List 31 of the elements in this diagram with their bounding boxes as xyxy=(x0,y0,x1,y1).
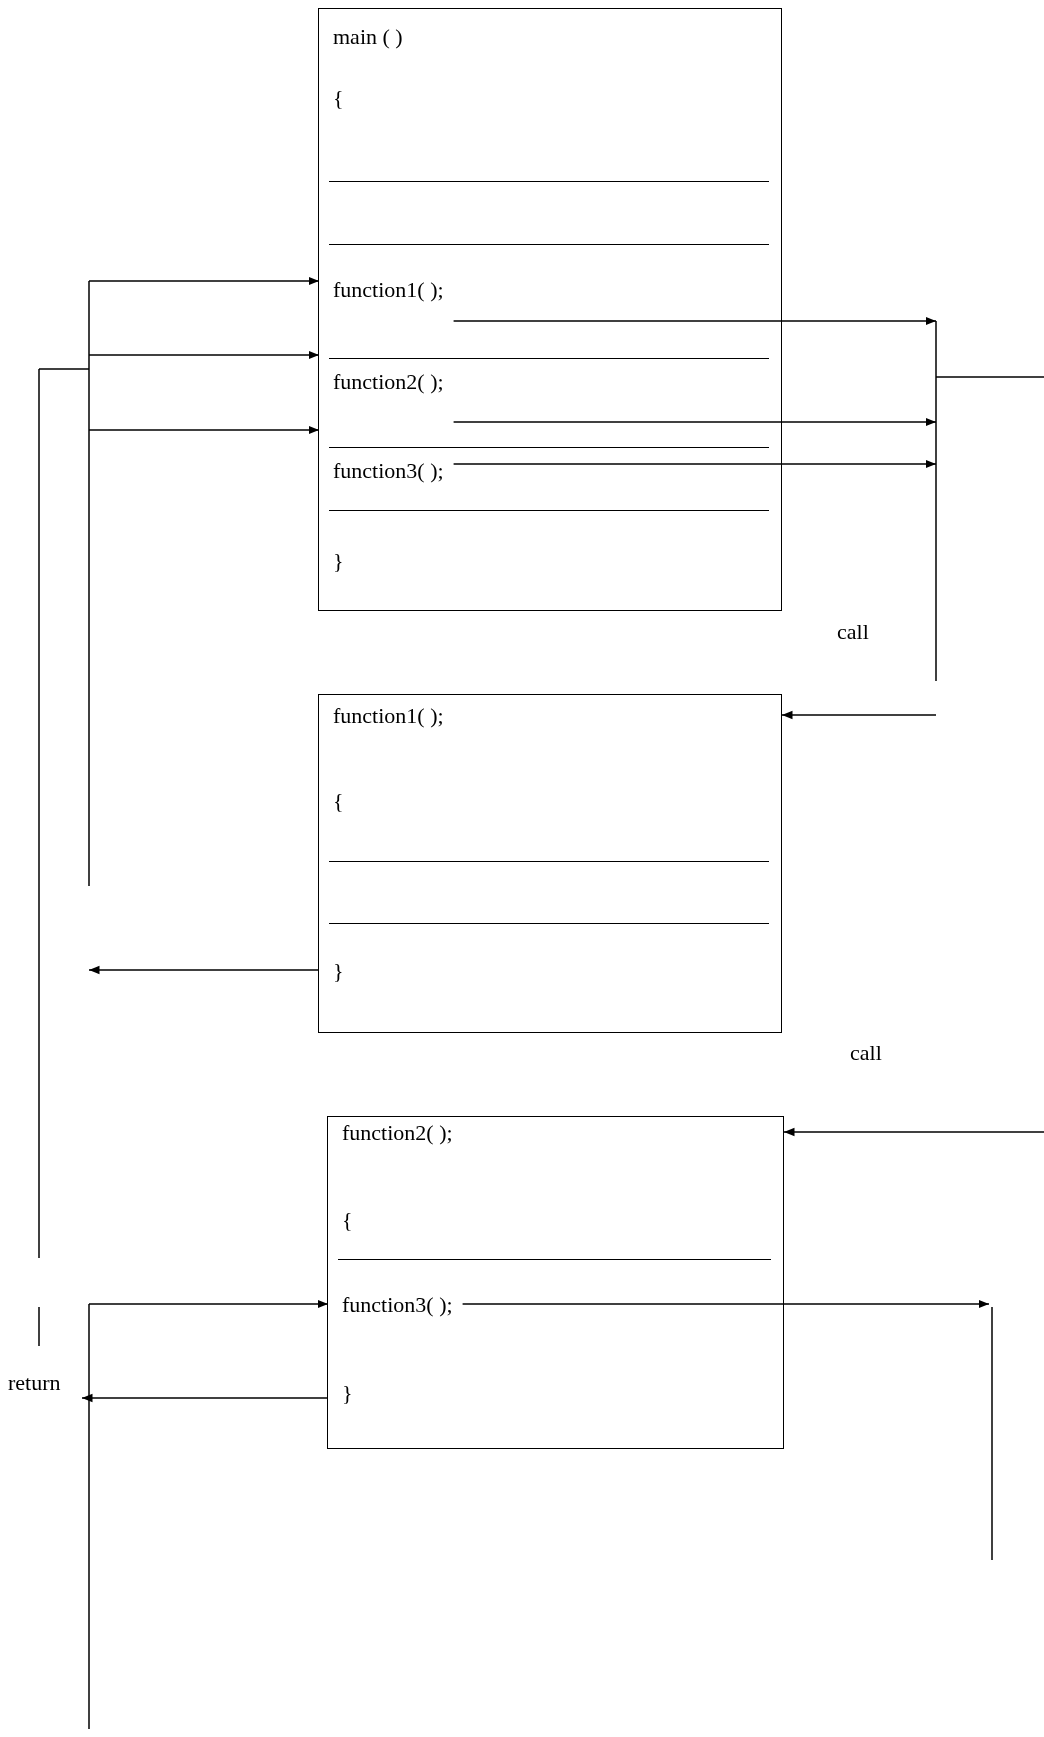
code-text: function2( ); xyxy=(342,1119,453,1147)
code-text: function3( ); xyxy=(342,1291,453,1319)
flow-label: call xyxy=(850,1039,882,1067)
code-block-box xyxy=(318,694,782,1033)
arrow xyxy=(781,710,937,720)
code-block-box xyxy=(327,1116,784,1449)
arrow xyxy=(88,425,320,435)
arrow xyxy=(452,417,937,427)
code-text: { xyxy=(333,787,344,815)
arrow xyxy=(452,316,937,326)
code-text: function1( ); xyxy=(333,702,444,730)
code-text: } xyxy=(333,547,344,575)
arrow xyxy=(88,276,320,286)
code-text: function3( ); xyxy=(333,457,444,485)
code-text: } xyxy=(342,1379,353,1407)
arrow xyxy=(88,1299,329,1309)
code-text: function1( ); xyxy=(333,276,444,304)
flow-label: call xyxy=(837,618,869,646)
code-text: { xyxy=(342,1206,353,1234)
arrow xyxy=(88,350,320,360)
code-text: } xyxy=(333,957,344,985)
arrow xyxy=(783,1127,1044,1137)
code-block-box xyxy=(318,8,782,611)
arrow xyxy=(461,1299,990,1309)
arrow xyxy=(81,1393,328,1403)
code-text: function2( ); xyxy=(333,368,444,396)
code-text: main ( ) xyxy=(333,23,403,51)
flow-label: return xyxy=(8,1368,82,1398)
code-text: { xyxy=(333,84,344,112)
arrow xyxy=(452,459,937,469)
arrow xyxy=(88,965,319,975)
